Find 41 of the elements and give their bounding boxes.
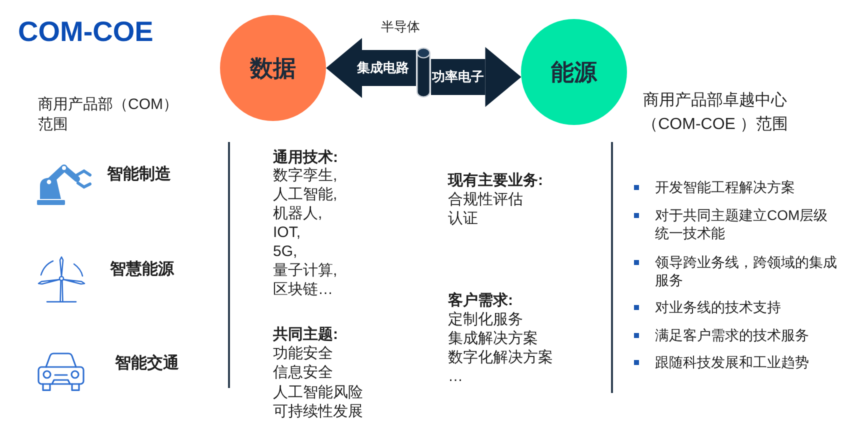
bullet-text: 领导跨业务线，跨领域的集成服务 <box>655 253 838 289</box>
list-item: 量子计算, <box>273 261 338 280</box>
list-item: 合规性评估 <box>448 190 523 209</box>
list-item: 认证 <box>448 209 478 228</box>
domain-label: 智慧能源 <box>110 260 174 280</box>
list-heading: 现有主要业务: <box>448 171 543 190</box>
circle-label: 数据 <box>250 54 296 82</box>
list-heading: 客户需求: <box>448 291 513 310</box>
list-item: 可持续性发展 <box>273 402 363 421</box>
thick-arrow <box>326 38 416 98</box>
edge-label: 集成电路 <box>357 60 409 76</box>
list-heading: 共同主题: <box>273 325 338 344</box>
list-item: 人工智能, <box>273 185 338 204</box>
list-item: 数字化解决方案 <box>448 348 553 367</box>
list-item: … <box>448 367 463 386</box>
list-item: 定制化服务 <box>448 310 523 329</box>
list-item: 功能安全 <box>273 344 333 363</box>
bullet-text: 跟随科技发展和工业趋势 <box>655 353 810 371</box>
domain-label: 智能制造 <box>107 165 171 185</box>
bullet-text: 满足客户需求的技术服务 <box>655 326 810 344</box>
list-item: 机器人, <box>273 204 322 223</box>
section-heading: 商用产品部（COM）范围 <box>38 95 179 135</box>
section-heading: 商用产品部卓越中心（COM-COE ）范围 <box>641 90 789 135</box>
list-item: IOT, <box>273 223 301 242</box>
bullet-text: 对业务线的技术支持 <box>655 298 782 316</box>
list-item: 5G, <box>273 242 298 261</box>
list-item: 集成解决方案 <box>448 329 538 348</box>
list-item: 区块链… <box>273 280 333 299</box>
list-heading: 通用技术: <box>273 148 338 167</box>
bullet-text: 开发智能工程解决方案 <box>655 178 796 196</box>
bullet-text: 对于共同主题建立COM层级统一技术能 <box>655 206 829 242</box>
shape-caption: 半导体 <box>381 19 420 35</box>
thick-arrow <box>431 47 522 107</box>
list-item: 信息安全 <box>273 363 333 382</box>
edge-label: 功率电子 <box>432 69 484 85</box>
scroll-cylinder <box>416 47 431 98</box>
list-item: 数字孪生, <box>273 166 338 185</box>
list-item: 人工智能风险 <box>273 383 363 402</box>
circle-label: 能源 <box>551 58 597 86</box>
page-title: COM-COE <box>18 16 154 48</box>
domain-label: 智能交通 <box>115 354 179 374</box>
